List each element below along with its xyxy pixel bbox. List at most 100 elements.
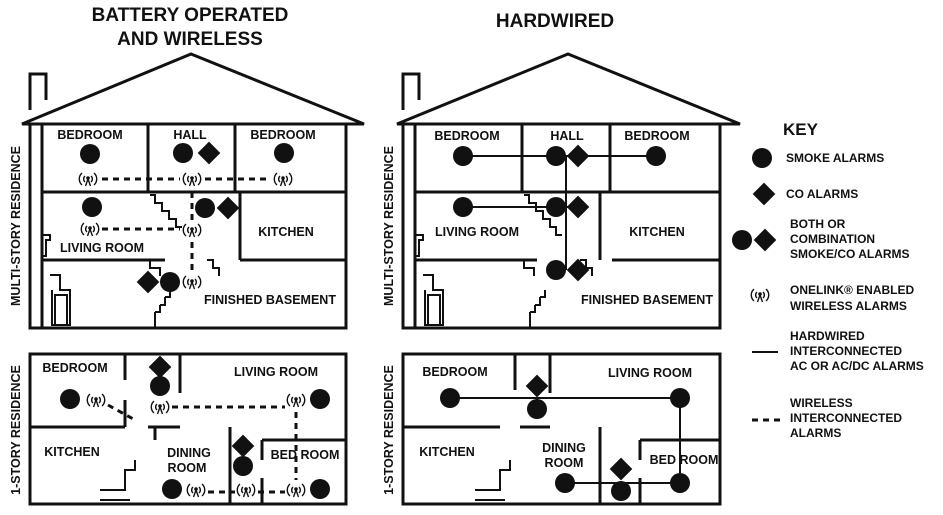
wireless-signal-icon xyxy=(78,172,98,187)
co-alarm-icon xyxy=(136,270,160,294)
legend-hard-2: INTERCONNECTED xyxy=(790,344,902,358)
legend-both-1: BOTH OR xyxy=(790,217,846,231)
legend-hard-3: AC OR AC/DC ALARMS xyxy=(790,359,924,373)
alarms-left-multi xyxy=(78,141,294,294)
room-bedroom-l3: BEDROOM xyxy=(42,361,107,375)
legend-wl-2: INTERCONNECTED xyxy=(790,411,902,425)
room-living-l2: LIVING ROOM xyxy=(234,365,318,379)
wireless-signal-icon xyxy=(86,393,106,408)
smoke-alarm-icon xyxy=(546,197,566,217)
room-bedroom-l4: BED ROOM xyxy=(271,448,340,462)
room-bedroom-l1: BEDROOM xyxy=(57,128,122,142)
smoke-alarm-icon xyxy=(310,479,330,499)
room-living-r1: LIVING ROOM xyxy=(435,225,519,239)
wireless-signal-icon xyxy=(236,483,256,498)
smoke-alarm-icon xyxy=(60,389,80,409)
co-alarm-icon xyxy=(609,457,633,481)
legend-both-2: COMBINATION xyxy=(790,232,875,246)
room-kitchen-r1: KITCHEN xyxy=(629,225,685,239)
room-hall-r1: HALL xyxy=(550,129,584,143)
hardwired-title: HARDWIRED xyxy=(496,11,614,32)
wireless-signal-icon xyxy=(182,172,202,187)
alarms-left-one xyxy=(60,355,330,499)
smoke-alarm-icon xyxy=(82,197,102,217)
wireless-signal-icon xyxy=(186,483,206,498)
battery-title-line1: BATTERY OPERATED xyxy=(92,5,289,26)
room-dining-l2: DINING xyxy=(167,446,211,460)
battery-title-line2: AND WIRELESS xyxy=(117,29,263,50)
multi-story-label-right: MULTI-STORY RESIDENCE xyxy=(382,146,396,306)
smoke-alarm-icon xyxy=(440,388,460,408)
room-bedroom-r3: BEDROOM xyxy=(422,365,487,379)
legend-co: CO ALARMS xyxy=(786,187,858,201)
smoke-alarm-icon xyxy=(555,473,575,493)
legend-hard-1: HARDWIRED xyxy=(790,329,865,343)
room-living-l1: LIVING ROOM xyxy=(60,241,144,255)
smoke-alarm-icon xyxy=(150,376,170,396)
room-living-r2: LIVING ROOM xyxy=(608,366,692,380)
wireless-signal-icon xyxy=(182,223,202,238)
smoke-alarm-icon xyxy=(646,146,666,166)
co-alarm-icon xyxy=(566,195,590,219)
multi-story-label-left: MULTI-STORY RESIDENCE xyxy=(9,146,23,306)
smoke-alarm-icon xyxy=(546,146,566,166)
smoke-alarm-icon xyxy=(453,197,473,217)
smoke-alarm-icon xyxy=(162,479,182,499)
smoke-alarm-icon xyxy=(195,198,215,218)
co-alarm-icon xyxy=(752,182,776,206)
legend-onelink-1: ONELINK® ENABLED xyxy=(790,283,915,297)
room-dining-r2: DINING xyxy=(542,441,586,455)
room-room-l2: ROOM xyxy=(168,461,207,475)
co-alarm-icon xyxy=(753,228,777,252)
hardwired-multi-story-house xyxy=(396,52,741,330)
room-kitchen-l1: KITCHEN xyxy=(258,225,314,239)
smoke-alarm-icon xyxy=(611,481,631,501)
wireless-signal-icon xyxy=(750,288,770,303)
one-story-label-right: 1-STORY RESIDENCE xyxy=(382,365,396,495)
smoke-alarm-icon xyxy=(233,456,253,476)
battery-multi-story-house xyxy=(21,52,365,330)
wireless-signal-icon xyxy=(273,172,293,187)
wireless-signal-icon xyxy=(150,400,170,415)
legend-both-3: SMOKE/CO ALARMS xyxy=(790,247,910,261)
room-bedroom-r1: BEDROOM xyxy=(434,129,499,143)
alarms-right-multi xyxy=(453,144,666,282)
smoke-alarm-icon xyxy=(173,143,193,163)
smoke-alarm-icon xyxy=(546,260,566,280)
smoke-alarm-icon xyxy=(160,272,180,292)
legend-onelink-2: WIRELESS ALARMS xyxy=(790,299,907,313)
hardwired-one-story-house xyxy=(401,352,722,506)
wireless-signal-icon xyxy=(286,393,306,408)
room-kitchen-l2: KITCHEN xyxy=(44,445,100,459)
co-alarm-icon xyxy=(231,434,255,458)
legend-wl-1: WIRELESS xyxy=(790,396,853,410)
room-kitchen-r2: KITCHEN xyxy=(419,445,475,459)
smoke-alarm-icon xyxy=(527,399,547,419)
legend-wl-3: ALARMS xyxy=(790,426,841,440)
co-alarm-icon xyxy=(566,144,590,168)
room-room-r2: ROOM xyxy=(545,456,584,470)
co-alarm-icon xyxy=(197,141,221,165)
smoke-alarm-icon xyxy=(274,143,294,163)
smoke-alarm-icon xyxy=(310,389,330,409)
one-story-label-left: 1-STORY RESIDENCE xyxy=(9,365,23,495)
alarms-right-one xyxy=(440,374,690,501)
room-hall-l1: HALL xyxy=(173,128,207,142)
wireless-signal-icon xyxy=(182,275,202,290)
smoke-alarm-icon xyxy=(732,230,752,250)
wireless-signal-icon xyxy=(80,222,100,237)
wireless-signal-icon xyxy=(286,483,306,498)
smoke-alarm-icon xyxy=(80,144,100,164)
room-bedroom-l2: BEDROOM xyxy=(250,128,315,142)
co-alarm-icon xyxy=(148,355,172,379)
legend-smoke: SMOKE ALARMS xyxy=(786,151,884,165)
room-bedroom-r2: BEDROOM xyxy=(624,129,689,143)
legend-title: KEY xyxy=(783,120,819,139)
room-basement-l1: FINISHED BASEMENT xyxy=(204,293,336,307)
smoke-alarm-icon xyxy=(670,473,690,493)
smoke-alarm-icon xyxy=(453,146,473,166)
smoke-alarm-icon xyxy=(752,148,772,168)
co-alarm-icon xyxy=(525,374,549,398)
legend: KEY SMOKE ALARMS CO ALARMS BOTH OR COMBI… xyxy=(732,120,924,440)
